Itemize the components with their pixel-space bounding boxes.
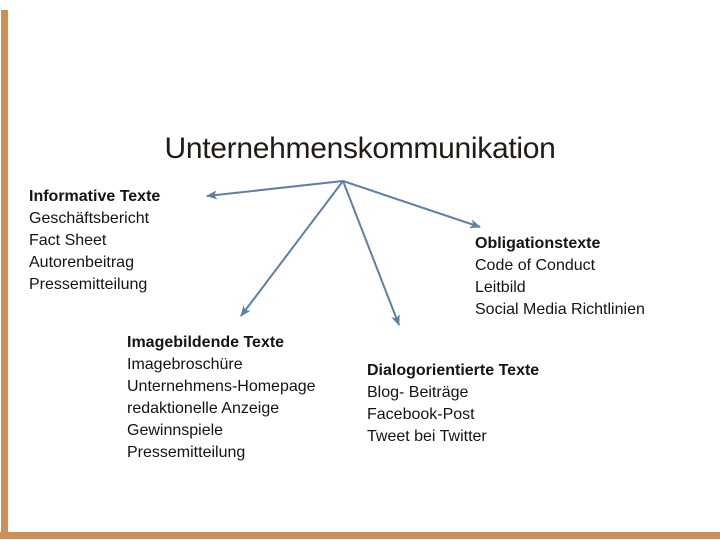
connector-arrow-imagebildende	[240, 180, 344, 317]
group-item: Facebook-Post	[367, 406, 475, 423]
group-item: Unternehmens-Homepage	[127, 378, 316, 395]
group-item: Blog- Beiträge	[367, 384, 469, 401]
group-item: Pressemitteilung	[127, 444, 246, 461]
connector-arrow-dialog	[342, 180, 400, 326]
group-item: Pressemitteilung	[29, 276, 148, 293]
group-item: Geschäftsbericht	[29, 210, 150, 227]
group-item: Tweet bei Twitter	[367, 428, 487, 445]
text-group-obligations: Obligationstexte Code of Conduct Leitbil…	[475, 233, 645, 321]
group-header-informative: Informative Texte	[29, 188, 161, 205]
text-group-informative: Informative Texte Geschäftsbericht Fact …	[29, 186, 160, 296]
group-item: Leitbild	[475, 279, 526, 296]
text-group-imagebildende: Imagebildende Texte Imagebroschüre Unter…	[127, 332, 316, 464]
group-header-dialog: Dialogorientierte Texte	[367, 362, 540, 379]
accent-border-left	[1, 10, 8, 539]
group-item: Fact Sheet	[29, 232, 107, 249]
text-group-dialog: Dialogorientierte Texte Blog- Beiträge F…	[367, 360, 539, 448]
slide-title: Unternehmenskommunikation	[164, 132, 556, 165]
group-item: Autorenbeitrag	[29, 254, 134, 271]
group-item: Code of Conduct	[475, 257, 596, 274]
connector-arrow-informative	[206, 180, 344, 200]
group-item: Social Media Richtlinien	[475, 301, 645, 318]
group-item: Gewinnspiele	[127, 422, 224, 439]
accent-border-bottom	[0, 532, 720, 539]
group-item: redaktionelle Anzeige	[127, 400, 280, 417]
group-item: Imagebroschüre	[127, 356, 243, 373]
connector-arrow-obligations	[342, 180, 481, 229]
group-header-obligations: Obligationstexte	[475, 235, 601, 252]
group-header-imagebildende: Imagebildende Texte	[127, 334, 285, 351]
